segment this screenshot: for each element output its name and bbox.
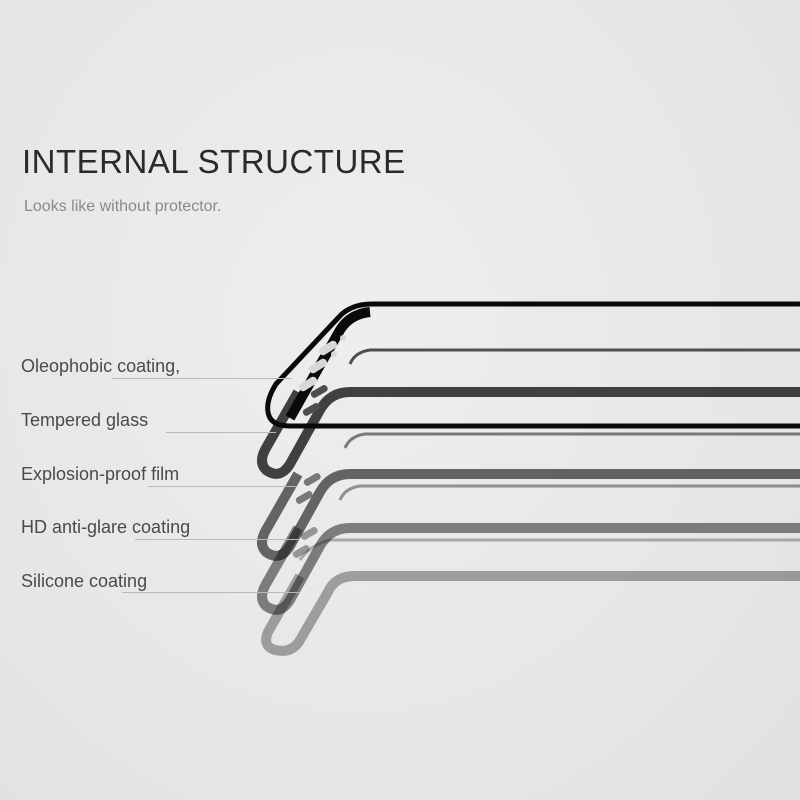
- layer-anti-glare: [257, 484, 800, 615]
- page-subtitle: Looks like without protector.: [24, 198, 222, 215]
- leader-line-explosion-proof: [148, 486, 298, 487]
- layer-label-anti-glare: HD anti-glare coating: [21, 517, 191, 537]
- leader-line-oleophobic: [112, 378, 292, 379]
- layer-tempered-glass: [257, 348, 800, 479]
- leader-line-anti-glare: [135, 539, 300, 540]
- layer-label-explosion-proof: Explosion-proof film: [21, 464, 180, 484]
- leader-line-silicone: [122, 592, 300, 593]
- layer-oleophobic: [265, 301, 800, 429]
- layer-label-tempered-glass: Tempered glass: [21, 410, 149, 430]
- layer-label-silicone: Silicone coating: [21, 571, 148, 591]
- layer-silicone: [261, 538, 800, 656]
- leader-line-tempered-glass: [166, 432, 276, 433]
- layer-explosion-proof: [257, 432, 800, 561]
- page-title: INTERNAL STRUCTURE: [22, 143, 406, 180]
- layer-label-oleophobic: Oleophobic coating,: [21, 356, 181, 376]
